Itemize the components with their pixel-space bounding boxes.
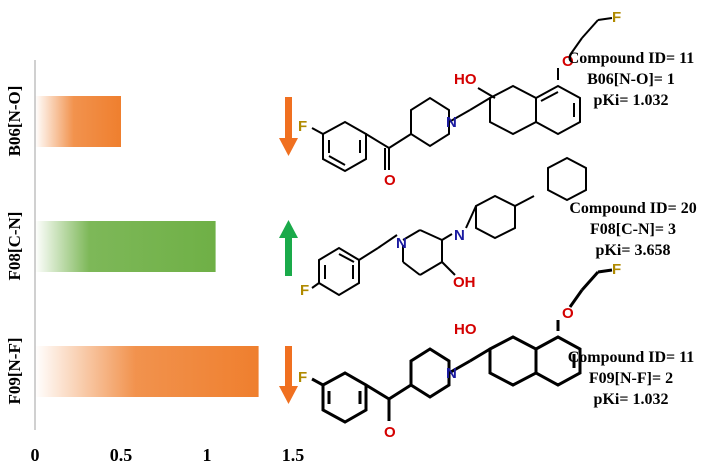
annotation-line: pKi= 3.658 xyxy=(595,242,671,259)
annotation-line: pKi= 1.032 xyxy=(593,391,669,408)
atom-hydroxyl-3: HO xyxy=(454,321,477,338)
x-tick-label: 1.5 xyxy=(282,445,305,465)
molecule-structure-2 xyxy=(311,156,587,297)
atom-oxygen-ether-3: O xyxy=(562,305,574,322)
atom-hydroxyl-1: HO xyxy=(454,71,477,88)
annotation-compound-1: Compound ID= 11 B06[N-O]= 1 pKi= 1.032 xyxy=(556,48,706,111)
atom-fluorine-1: F xyxy=(298,118,307,135)
annotation-compound-2: Compound ID= 20 F08[C-N]= 3 pKi= 3.658 xyxy=(558,198,708,261)
atom-fluorine-tail-1: F xyxy=(612,9,621,26)
x-tick-labels: 0 0.5 1 1.5 xyxy=(31,445,305,465)
category-label-f09: F09[N-F] xyxy=(5,337,24,404)
bar-b06 xyxy=(35,96,121,147)
annotation-line: Compound ID= 11 xyxy=(567,349,695,366)
annotation-line: F08[C-N]= 3 xyxy=(590,221,676,238)
annotation-line: F09[N-F]= 2 xyxy=(588,370,674,387)
annotation-line: Compound ID= 20 xyxy=(569,200,697,217)
annotation-line: pKi= 1.032 xyxy=(593,92,669,109)
annotation-line: Compound ID= 11 xyxy=(567,50,695,67)
arrow-down-icon xyxy=(279,97,298,156)
arrow-down-icon xyxy=(279,346,298,404)
atom-nitrogen-2b: N xyxy=(454,227,465,244)
atom-nitrogen-1: N xyxy=(446,114,457,131)
bars-group xyxy=(35,96,259,397)
category-label-b06: B06[N-O] xyxy=(5,86,24,157)
x-tick-label: 0.5 xyxy=(110,445,133,465)
arrow-up-icon xyxy=(279,220,298,276)
molecule-structure-1 xyxy=(311,17,613,173)
atom-fluorine-3: F xyxy=(298,369,307,386)
annotation-compound-3: Compound ID= 11 F09[N-F]= 2 pKi= 1.032 xyxy=(556,347,706,410)
atom-fluorine-2: F xyxy=(300,282,309,299)
x-tick-label: 0 xyxy=(31,445,40,465)
molecule-structure-3 xyxy=(311,268,613,424)
atom-oxygen-ether-1: O xyxy=(562,53,574,70)
x-tick-label: 1 xyxy=(203,445,212,465)
atom-fluorine-tail-3: F xyxy=(612,261,621,278)
atom-nitrogen-3: N xyxy=(446,365,457,382)
atom-oxygen-1: O xyxy=(384,172,396,189)
bar-f08 xyxy=(35,221,216,272)
bar-f09 xyxy=(35,346,259,397)
annotation-line: B06[N-O]= 1 xyxy=(587,71,675,88)
atom-hydroxyl-2: OH xyxy=(453,274,476,291)
atom-nitrogen-2a: N xyxy=(396,235,407,252)
atom-oxygen-3: O xyxy=(384,424,396,441)
category-label-f08: F08[C-N] xyxy=(5,212,24,281)
